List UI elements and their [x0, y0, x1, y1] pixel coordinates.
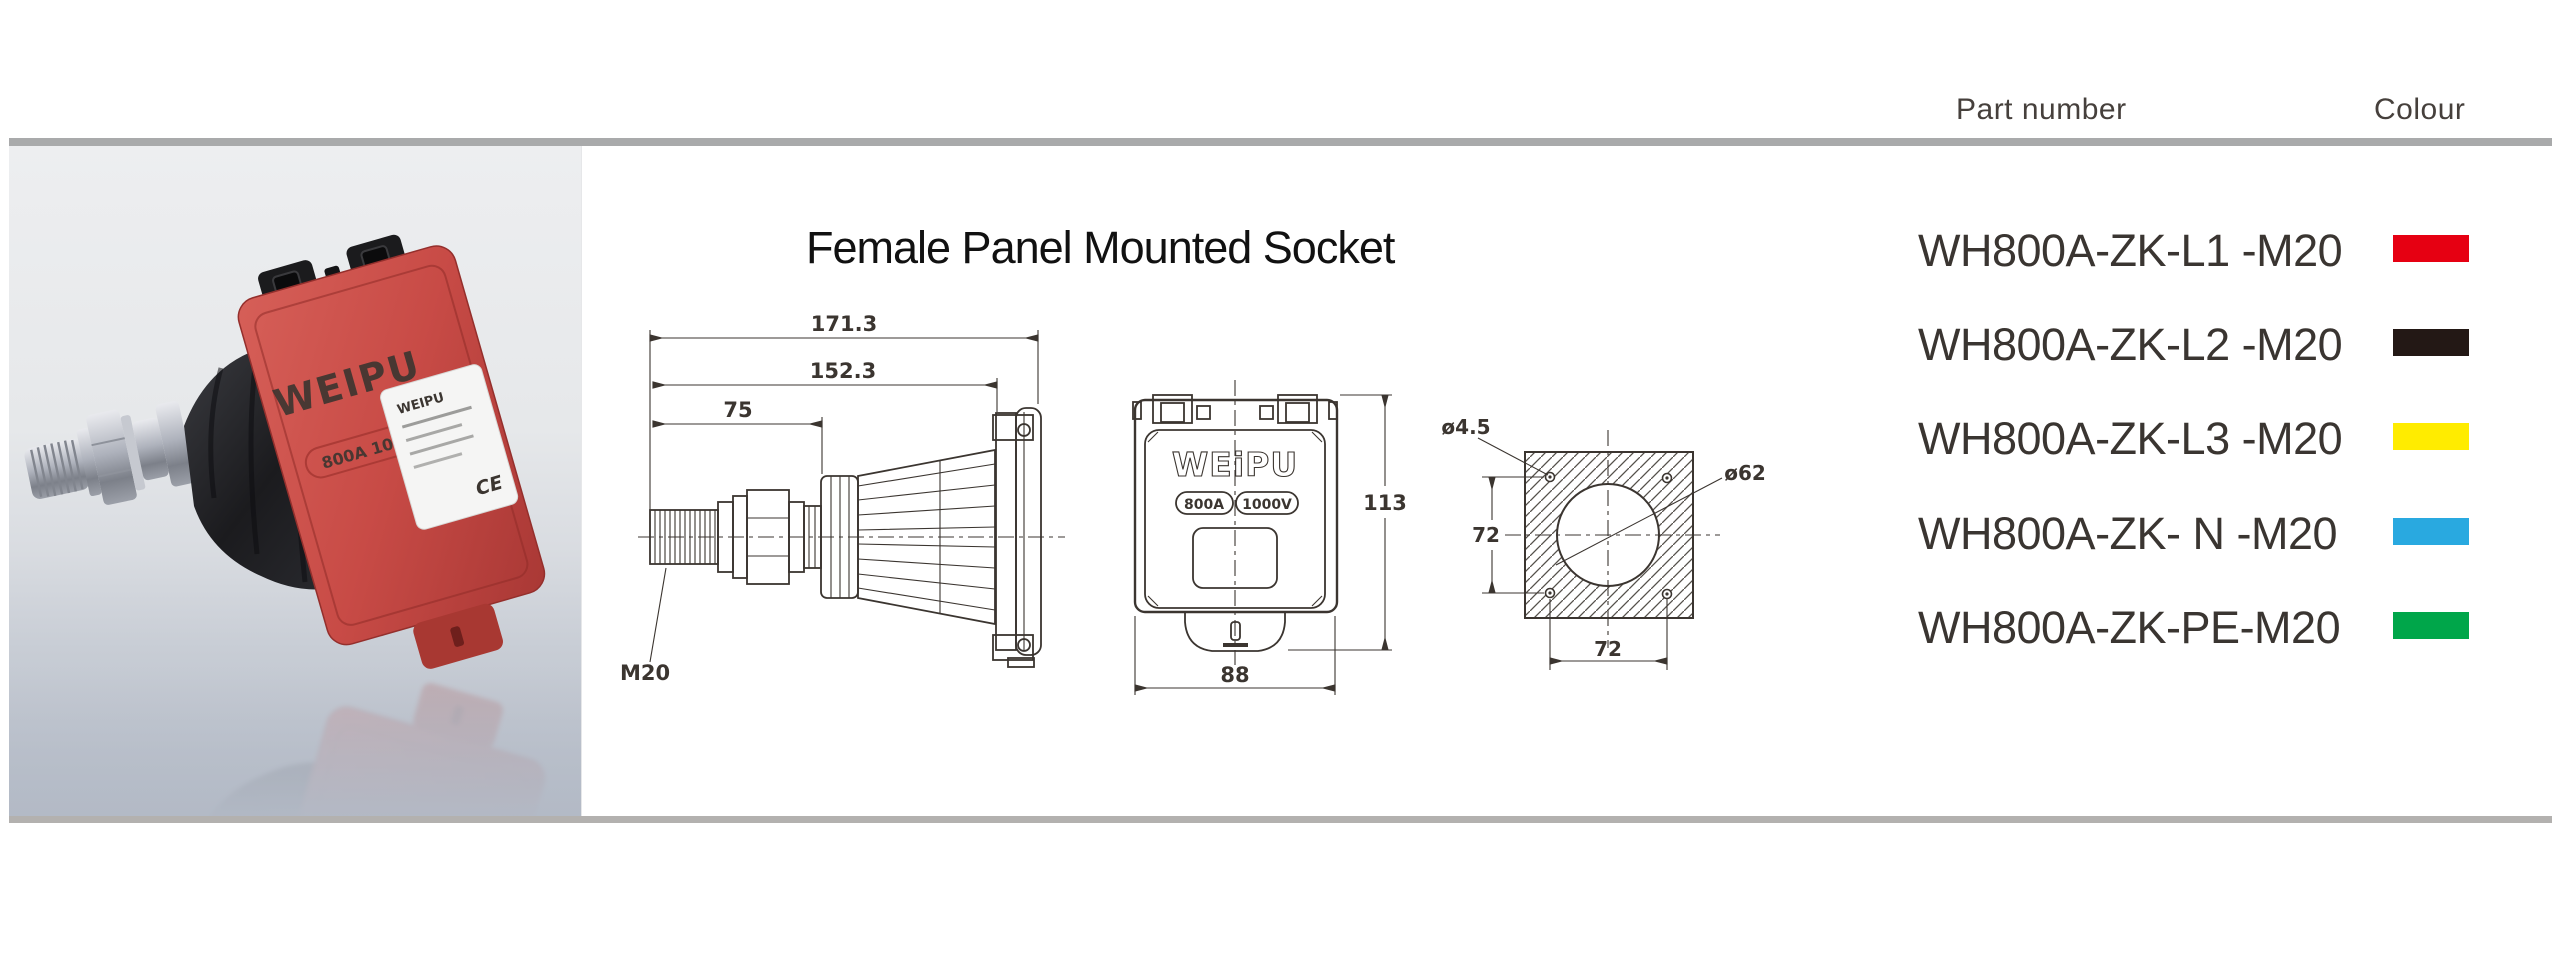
side-view-drawing: 171.3 152.3 75 M20 — [620, 312, 1065, 685]
colour-swatch-pe — [2393, 612, 2469, 639]
thread-size-label: M20 — [620, 661, 670, 685]
product-photo: WEIPU 800A 1000V WEIPU CE — [9, 146, 582, 816]
front-badge-current: 800A — [1184, 497, 1224, 513]
dim-hole-label: ø4.5 — [1441, 415, 1490, 439]
top-divider-bar — [9, 138, 2552, 146]
page-title: Female Panel Mounted Socket — [806, 222, 1395, 273]
colour-swatch-n — [2393, 518, 2469, 545]
dim-overall-label: 171.3 — [811, 312, 877, 336]
front-badge-voltage: 1000V — [1242, 497, 1292, 513]
product-label: WEIPU CE — [380, 364, 519, 530]
dim-vpitch-label: 72 — [1472, 523, 1500, 547]
dim-hpitch-label: 72 — [1594, 637, 1622, 661]
mounting-holes — [1544, 471, 1673, 600]
part-number-pe: WH800A-ZK-PE-M20 — [1918, 602, 2341, 653]
dim-width-label: 88 — [1220, 663, 1249, 687]
colour-swatch-l3 — [2393, 423, 2469, 450]
colour-swatch-l2 — [2393, 329, 2469, 356]
bottom-divider-bar — [9, 816, 2552, 823]
colour-column-header: Colour — [2374, 93, 2466, 126]
reflection-fade — [9, 666, 581, 816]
part-number-n: WH800A-ZK- N -M20 — [1918, 508, 2338, 559]
part-row-l3: WH800A-ZK-L3 -M20 — [0, 413, 2560, 465]
part-number-l3: WH800A-ZK-L3 -M20 — [1918, 413, 2343, 464]
metal-gland — [24, 401, 195, 505]
connector-object: WEIPU 800A 1000V WEIPU CE — [24, 234, 546, 669]
part-number-l2: WH800A-ZK-L2 -M20 — [1918, 319, 2343, 370]
front-logo-text: WEiPU — [1172, 445, 1298, 484]
part-row-l1: WH800A-ZK-L1 -M20 — [0, 225, 2560, 277]
red-lid: WEIPU 800A 1000V WEIPU CE — [237, 234, 546, 669]
part-row-n: WH800A-ZK- N -M20 — [0, 508, 2560, 560]
dim-height-label: 113 — [1363, 491, 1407, 515]
dim-thread-label: 75 — [723, 398, 752, 422]
part-row-l2: WH800A-ZK-L2 -M20 — [0, 319, 2560, 371]
dim-circle-label: ø62 — [1724, 461, 1766, 485]
product-photo-render: WEIPU 800A 1000V WEIPU CE — [9, 146, 581, 816]
cutout-view-drawing: ø4.5 ø62 72 72 — [1441, 415, 1766, 670]
dim-body-label: 152.3 — [810, 359, 876, 383]
part-number-column-header: Part number — [1956, 93, 2127, 126]
front-view-drawing: WEiPU 800A 1000V 113 88 — [1132, 380, 1407, 695]
colour-swatch-l1 — [2393, 235, 2469, 262]
part-number-l1: WH800A-ZK-L1 -M20 — [1918, 225, 2343, 276]
part-row-pe: WH800A-ZK-PE-M20 — [0, 602, 2560, 654]
